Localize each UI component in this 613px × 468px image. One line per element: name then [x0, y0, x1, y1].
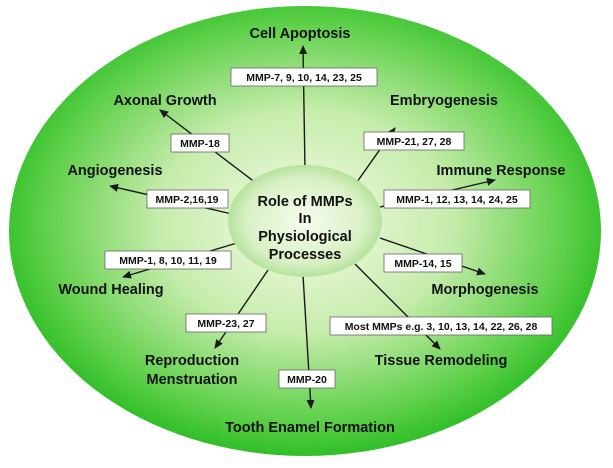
mmp-box-axonal-growth: [170, 133, 230, 153]
process-axonal-growth: Axonal Growth: [113, 93, 216, 109]
mmp-box-cell-apoptosis: [230, 67, 378, 87]
mmp-label-embryogenesis: MMP-21, 27, 28: [377, 136, 452, 148]
arrow-cell-apoptosis: [299, 45, 308, 171]
center-ellipse: [228, 165, 382, 277]
process-tissue-remodeling: Tissue Remodeling: [375, 353, 508, 369]
center-line-3: Physiological: [258, 229, 351, 245]
process-wound-healing: Wound Healing: [58, 282, 163, 298]
process-reproduction-line-1: Reproduction: [145, 353, 239, 369]
mmp-label-morphogenesis: MMP-14, 15: [394, 258, 451, 270]
center-line-2: In: [299, 211, 312, 227]
mmp-label-wound-healing: MMP-1, 8, 10, 11, 19: [119, 255, 217, 267]
mmp-label-angiogenesis: MMP-2,16,19: [155, 194, 218, 206]
process-angiogenesis: Angiogenesis: [67, 163, 162, 179]
process-labels: Cell Apoptosis Embryogenesis Immune Resp…: [58, 26, 565, 436]
mmp-boxes: MMP-7, 9, 10, 14, 23, 25 MMP-21, 27, 28 …: [104, 67, 553, 389]
process-cell-apoptosis: Cell Apoptosis: [250, 26, 351, 42]
mmp-label-axonal-growth: MMP-18: [180, 138, 220, 150]
mmp-label-immune-response: MMP-1, 12, 13, 14, 24, 25: [396, 194, 518, 206]
mmp-box-reproduction: [185, 313, 267, 333]
process-menstruation-line-2: Menstruation: [146, 372, 237, 388]
center-line-4: Processes: [269, 247, 342, 263]
mmp-box-immune-response: [383, 189, 531, 209]
mmp-label-reproduction: MMP-23, 27: [197, 318, 254, 330]
mmp-label-tissue-remodeling: Most MMPs e.g. 3, 10, 13, 14, 22, 26, 28: [345, 321, 538, 333]
mmp-box-wound-healing: [104, 250, 232, 270]
mmp-box-morphogenesis: [383, 253, 463, 273]
process-tooth-enamel-formation: Tooth Enamel Formation: [225, 420, 395, 436]
mmp-box-tissue-remodeling: [329, 316, 553, 336]
process-immune-response: Immune Response: [437, 163, 566, 179]
process-embryogenesis: Embryogenesis: [390, 93, 498, 109]
mmp-box-angiogenesis: [146, 189, 229, 209]
center-line-1: Role of MMPs: [257, 194, 352, 210]
center-title: Role of MMPs In Physiological Processes: [257, 194, 352, 263]
mmp-label-cell-apoptosis: MMP-7, 9, 10, 14, 23, 25: [246, 72, 362, 84]
mmp-label-tooth-enamel: MMP-20: [287, 374, 327, 386]
process-morphogenesis: Morphogenesis: [431, 282, 538, 298]
mmp-box-embryogenesis: [363, 131, 465, 151]
mmp-box-tooth-enamel: [278, 369, 336, 389]
arrow-reproduction: [214, 269, 269, 349]
